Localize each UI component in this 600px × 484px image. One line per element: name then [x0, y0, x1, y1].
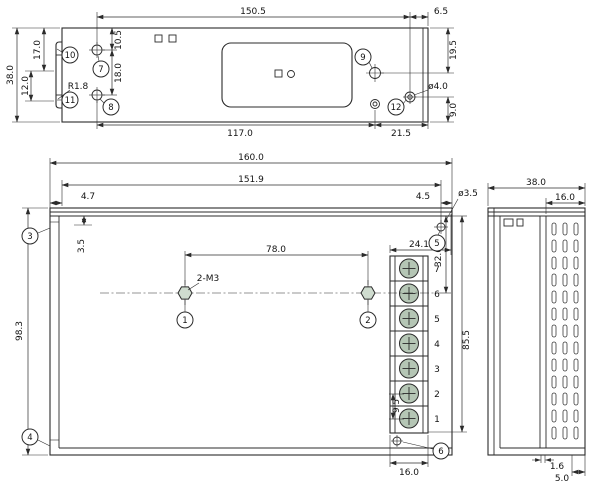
balloon-6: 6 [432, 442, 450, 460]
svg-text:8: 8 [108, 103, 113, 113]
svg-text:6: 6 [438, 447, 443, 457]
svg-text:4: 4 [27, 433, 32, 443]
svg-text:5: 5 [434, 239, 439, 249]
hole-dia-4 [403, 90, 417, 104]
terminal-number-7: 7 [434, 265, 440, 275]
dim-12-0: 12.0 [21, 76, 31, 96]
dim-150-5: 150.5 [240, 7, 266, 17]
top-view-dim-lines [12, 12, 454, 129]
top-view-dim-text: 150.5 6.5 17.0 38.0 12.0 R1.8 10.5 18.0 … [6, 7, 459, 139]
balloon-12: 12 [387, 98, 405, 116]
terminal-number-3: 3 [434, 365, 440, 375]
dim-9-5: 9.5 [392, 399, 402, 413]
balloon-2: 2 [359, 311, 377, 329]
svg-text:1: 1 [182, 316, 187, 326]
dim-38-0-side: 38.0 [526, 178, 546, 188]
dim-19-5: 19.5 [449, 40, 459, 60]
terminal-screw [399, 358, 419, 379]
top-view-balloons: 10 7 11 8 9 12 [56, 46, 407, 116]
dim-24-1: 24.1 [409, 240, 429, 250]
top-view-outline [55, 27, 429, 123]
balloon-3: 3 [21, 227, 39, 245]
emboss-hole [370, 99, 380, 109]
dim-radius: R1.8 [68, 82, 89, 92]
dim-78-0: 78.0 [266, 245, 286, 255]
m3-nut-2 [360, 286, 376, 300]
terminal-number-6: 6 [434, 290, 440, 300]
terminal-screw [399, 258, 419, 279]
dim-16-0-side: 16.0 [555, 193, 575, 203]
balloon-8: 8 [102, 98, 120, 116]
ground-hole [391, 435, 403, 447]
front-view-dim-lines [22, 158, 467, 467]
dim-hole-4: ø4.0 [428, 82, 448, 92]
dim-85-5: 85.5 [462, 330, 472, 350]
side-view-outline [487, 207, 586, 456]
dim-21-5: 21.5 [391, 129, 411, 139]
terminal-screw [399, 333, 419, 354]
balloon-7: 7 [92, 60, 110, 78]
balloon-9: 9 [354, 48, 372, 66]
terminal-numbers: 7 6 5 4 3 2 1 [434, 265, 440, 425]
terminal-screw [399, 408, 419, 429]
dim-hole-3-5: ø3.5 [458, 189, 478, 199]
side-view: 38.0 16.0 1.6 5.0 [487, 178, 586, 484]
front-view-dim-text: 160.0 151.9 4.7 4.5 ø3.5 3.5 78.0 24.1 3… [15, 153, 478, 478]
balloon-4: 4 [21, 428, 39, 446]
svg-text:3: 3 [27, 232, 32, 242]
terminal-number-5: 5 [434, 315, 440, 325]
svg-text:9: 9 [360, 53, 365, 63]
balloon-11: 11 [61, 91, 79, 109]
front-view-balloons: 3 4 5 6 1 2 [21, 227, 450, 460]
dim-4-5: 4.5 [416, 192, 430, 202]
top-view-holes [89, 42, 417, 109]
front-view: 7 6 5 4 3 2 1 [15, 153, 478, 478]
balloon-10: 10 [61, 46, 79, 64]
balloon-5: 5 [428, 234, 446, 252]
svg-text:12: 12 [391, 103, 402, 113]
dim-2-m3: 2-M3 [197, 274, 219, 284]
terminal-number-4: 4 [434, 340, 440, 350]
svg-text:11: 11 [65, 96, 76, 106]
dim-32-6: 32.6 [434, 247, 444, 267]
dim-98-3: 98.3 [15, 321, 25, 341]
dim-4-7: 4.7 [81, 192, 95, 202]
dim-3-5: 3.5 [77, 239, 87, 253]
terminal-number-1: 1 [434, 415, 440, 425]
dim-6-5: 6.5 [434, 7, 448, 17]
dim-17-0: 17.0 [33, 40, 43, 60]
dim-117-0: 117.0 [227, 129, 253, 139]
dim-160-0: 160.0 [238, 153, 264, 163]
terminal-block [389, 255, 429, 434]
dim-10-5: 10.5 [114, 30, 124, 50]
terminal-screw [399, 283, 419, 304]
dim-38-0: 38.0 [6, 65, 16, 85]
mounting-hole [89, 87, 105, 103]
terminal-screw [399, 308, 419, 329]
dim-9-0: 9.0 [449, 103, 459, 118]
front-view-outline [49, 207, 453, 456]
terminal-screw [399, 383, 419, 404]
side-view-dim-lines [487, 183, 586, 476]
dim-151-9: 151.9 [238, 175, 264, 185]
dim-5-0: 5.0 [555, 474, 570, 484]
side-view-dim-text: 38.0 16.0 1.6 5.0 [526, 178, 575, 484]
balloon-1: 1 [176, 311, 194, 329]
svg-text:2: 2 [365, 316, 370, 326]
svg-text:10: 10 [65, 51, 76, 61]
dim-16-0-front: 16.0 [399, 468, 419, 478]
svg-text:7: 7 [98, 65, 103, 75]
vent-slots [549, 221, 582, 441]
dim-18-0: 18.0 [114, 63, 124, 83]
mounting-hole [89, 42, 105, 58]
terminal-number-2: 2 [434, 390, 440, 400]
dim-1-6: 1.6 [550, 462, 565, 472]
top-view: 150.5 6.5 17.0 38.0 12.0 R1.8 10.5 18.0 … [6, 7, 459, 139]
